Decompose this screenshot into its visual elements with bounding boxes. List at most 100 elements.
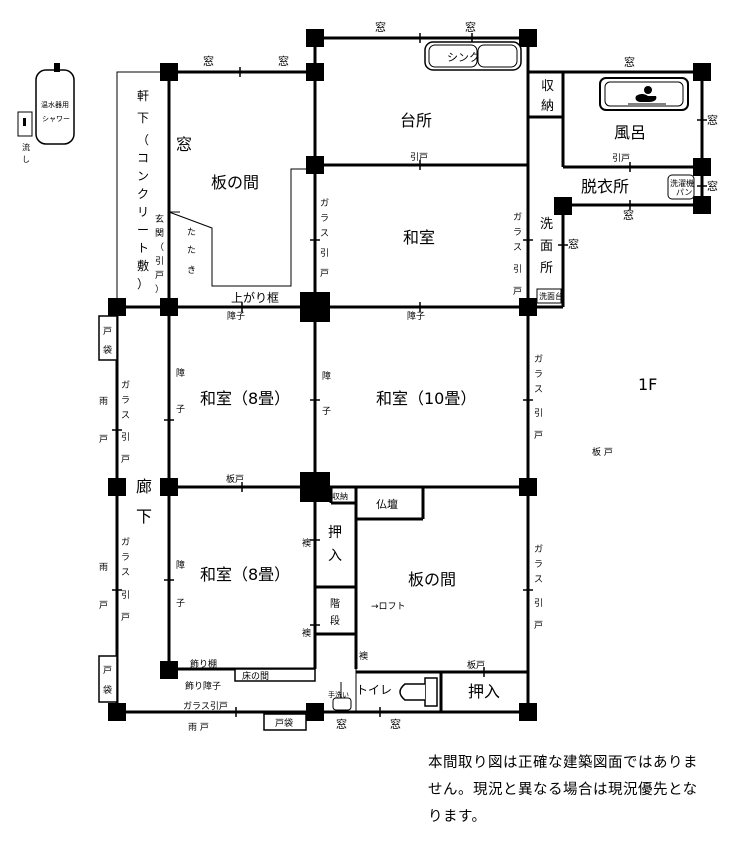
- svg-text:子: 子: [322, 406, 331, 417]
- svg-text:ガ: ガ: [121, 380, 130, 391]
- vertical-labels: 収 納 洗 面 所 廊 下 押 入 階 段 た た き 軒 下 （: [99, 79, 554, 729]
- room-washitsu-8-upper: 和室（8畳）: [200, 389, 290, 408]
- svg-text:ラ: ラ: [121, 395, 130, 406]
- agarigamachi-label: 上がり框: [231, 290, 279, 305]
- svg-text:戸袋: 戸袋: [275, 717, 293, 729]
- svg-text:た: た: [187, 227, 196, 238]
- svg-text:障: 障: [176, 559, 185, 571]
- window-door-labels: 窓 窓 窓 窓 窓 窓 窓 窓 窓 窓 窓 窓 引戸 引戸 障子 障子 板戸 板…: [176, 20, 718, 733]
- svg-text:ガ: ガ: [534, 544, 543, 555]
- room-itanoma-top: 板の間: [211, 173, 259, 192]
- room-toilet: トイレ: [356, 683, 392, 697]
- svg-text:窓: 窓: [568, 237, 579, 251]
- svg-text:リ: リ: [137, 205, 149, 219]
- svg-text:子: 子: [176, 404, 185, 415]
- svg-text:洗面台: 洗面台: [539, 291, 563, 301]
- thin-lines: [116, 71, 357, 712]
- shower-tank: 温水器用 シャワー: [35, 63, 75, 145]
- svg-text:窓: 窓: [465, 20, 476, 34]
- svg-text:コ: コ: [137, 151, 149, 165]
- svg-text:窓: 窓: [278, 54, 289, 68]
- svg-text:収: 収: [541, 79, 554, 94]
- svg-text:押: 押: [328, 525, 342, 541]
- svg-text:シャワー: シャワー: [42, 115, 70, 123]
- svg-text:板 戸: 板 戸: [592, 446, 613, 458]
- svg-text:ト: ト: [137, 241, 149, 255]
- svg-text:引: 引: [534, 598, 543, 609]
- svg-text:障: 障: [176, 367, 185, 379]
- svg-text:）: ）: [137, 277, 149, 291]
- svg-text:板戸: 板戸: [226, 473, 244, 485]
- svg-text:ー: ー: [137, 223, 149, 237]
- toilet-bowl: [399, 677, 438, 707]
- svg-text:窓: 窓: [390, 717, 401, 731]
- disclaimer-note: 本間取り図は正確な建築図面ではありません。現況と異なる場合は現況優先となります。: [428, 755, 698, 825]
- butsudan-label: 仏壇: [376, 497, 398, 511]
- svg-text:ラ: ラ: [320, 213, 329, 224]
- svg-text:き: き: [187, 265, 196, 276]
- svg-text:洗: 洗: [540, 217, 553, 232]
- svg-text:ガ: ガ: [121, 537, 130, 548]
- svg-text:面: 面: [540, 239, 553, 254]
- svg-text:引戸: 引戸: [612, 153, 630, 164]
- room-washitsu-8-lower: 和室（8畳）: [200, 565, 290, 584]
- room-dressing: 脱衣所: [581, 177, 629, 196]
- washer-pan: 洗濯機 パン: [667, 174, 695, 200]
- svg-text:ガラス引戸: ガラス引戸: [183, 701, 228, 712]
- room-washitsu-top: 和室: [403, 228, 435, 247]
- svg-text:窓: 窓: [707, 179, 718, 193]
- svg-text:窓: 窓: [623, 208, 634, 222]
- svg-text:襖: 襖: [302, 627, 311, 639]
- svg-text:雨: 雨: [99, 562, 108, 573]
- sink: シンク: [424, 41, 522, 71]
- svg-text:洗濯機: 洗濯機: [670, 178, 694, 188]
- svg-text:戸: 戸: [534, 430, 543, 441]
- svg-text:ス: ス: [121, 568, 130, 578]
- tokonoma-label: 床の間: [242, 670, 269, 682]
- svg-text:引: 引: [121, 432, 130, 443]
- svg-text:ガ: ガ: [513, 212, 522, 223]
- svg-text:ス: ス: [513, 243, 522, 253]
- loft-label: →ロフト: [371, 602, 406, 612]
- svg-text:廊: 廊: [136, 477, 152, 496]
- svg-text:戸: 戸: [103, 665, 112, 676]
- svg-text:引: 引: [534, 408, 543, 419]
- svg-text:ク: ク: [137, 187, 149, 201]
- svg-text:障子: 障子: [407, 310, 425, 322]
- svg-text:段: 段: [330, 614, 340, 627]
- svg-text:窓: 窓: [707, 113, 718, 127]
- svg-text:戸: 戸: [99, 434, 108, 445]
- hand-wash-label: 手洗い: [328, 690, 349, 699]
- shoji-deco-label: 飾り障子: [185, 680, 221, 692]
- svg-text:引: 引: [121, 590, 130, 601]
- svg-text:入: 入: [328, 548, 342, 564]
- svg-text:ス: ス: [320, 229, 329, 239]
- svg-text:ス: ス: [121, 411, 130, 421]
- bathtub: [599, 77, 689, 111]
- svg-text:ラ: ラ: [513, 227, 522, 238]
- svg-text:階: 階: [330, 598, 340, 610]
- svg-text:ス: ス: [534, 575, 543, 585]
- svg-text:ガ: ガ: [534, 354, 543, 365]
- svg-text:）: ）: [155, 284, 164, 295]
- svg-text:障: 障: [322, 370, 331, 382]
- svg-text:子: 子: [176, 598, 185, 609]
- svg-text:温水器用: 温水器用: [41, 100, 69, 109]
- room-kitchen: 台所: [400, 111, 432, 130]
- svg-text:戸: 戸: [121, 612, 130, 623]
- svg-text:袋: 袋: [103, 344, 112, 356]
- svg-text:板戸: 板戸: [467, 659, 485, 671]
- ticks: [112, 33, 707, 717]
- svg-text:雨 戸: 雨 戸: [188, 722, 209, 733]
- svg-text:し: し: [22, 155, 30, 164]
- sink-label: シンク: [447, 51, 480, 64]
- room-labels: 台所 風呂 脱衣所 板の間 和室 和室（8畳） 和室（10畳） 和室（8畳） 板…: [185, 111, 657, 701]
- room-oshiire-right: 押入: [468, 682, 500, 701]
- svg-text:戸: 戸: [99, 600, 108, 611]
- svg-text:戸: 戸: [320, 268, 329, 279]
- svg-text:納: 納: [541, 99, 554, 114]
- svg-text:玄: 玄: [155, 213, 164, 225]
- hand-wash-basin: [332, 697, 352, 711]
- room-itanoma-bottom: 板の間: [408, 570, 456, 589]
- svg-text:戸: 戸: [155, 270, 164, 281]
